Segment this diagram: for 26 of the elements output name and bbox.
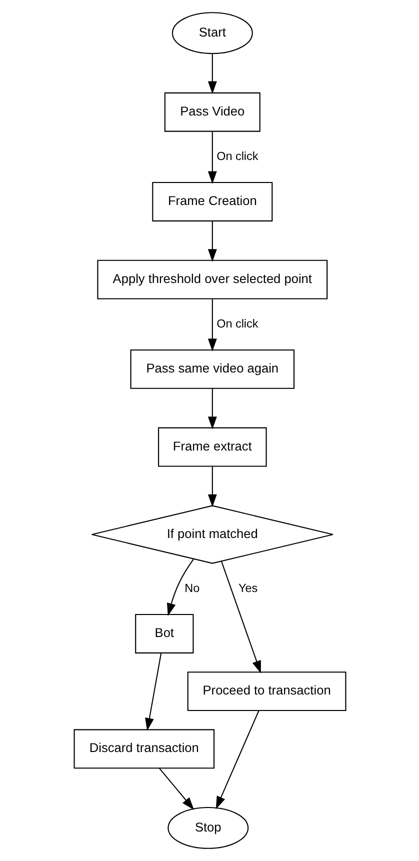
arrow (207, 54, 216, 94)
arrow (207, 132, 216, 184)
arrow (220, 561, 260, 674)
arrow (207, 388, 216, 430)
edge-label: On click (216, 317, 258, 330)
node-box: Pass same video again (130, 349, 294, 389)
node-box: Apply threshold over selected point (96, 260, 328, 300)
arrow (207, 299, 216, 352)
node-ellipse: Start (171, 12, 252, 54)
arrow (158, 768, 194, 810)
node-box: Frame extract (158, 427, 266, 467)
node-box: Bot (134, 614, 194, 654)
node-box: Frame Creation (152, 182, 272, 222)
arrow (215, 710, 259, 810)
arrow (207, 221, 216, 262)
arrow (207, 466, 216, 508)
node-diamond: If point matched (90, 505, 333, 564)
edge-label: On click (216, 150, 258, 163)
node-box: Discard transaction (73, 729, 214, 769)
edge-label: Yes (238, 582, 258, 595)
node-box: Proceed to transaction (186, 672, 346, 712)
arrow (166, 558, 194, 616)
node-ellipse: Stop (167, 806, 248, 849)
arrow (144, 652, 162, 731)
edge-label: No (184, 582, 200, 595)
node-box: Pass Video (164, 92, 260, 132)
